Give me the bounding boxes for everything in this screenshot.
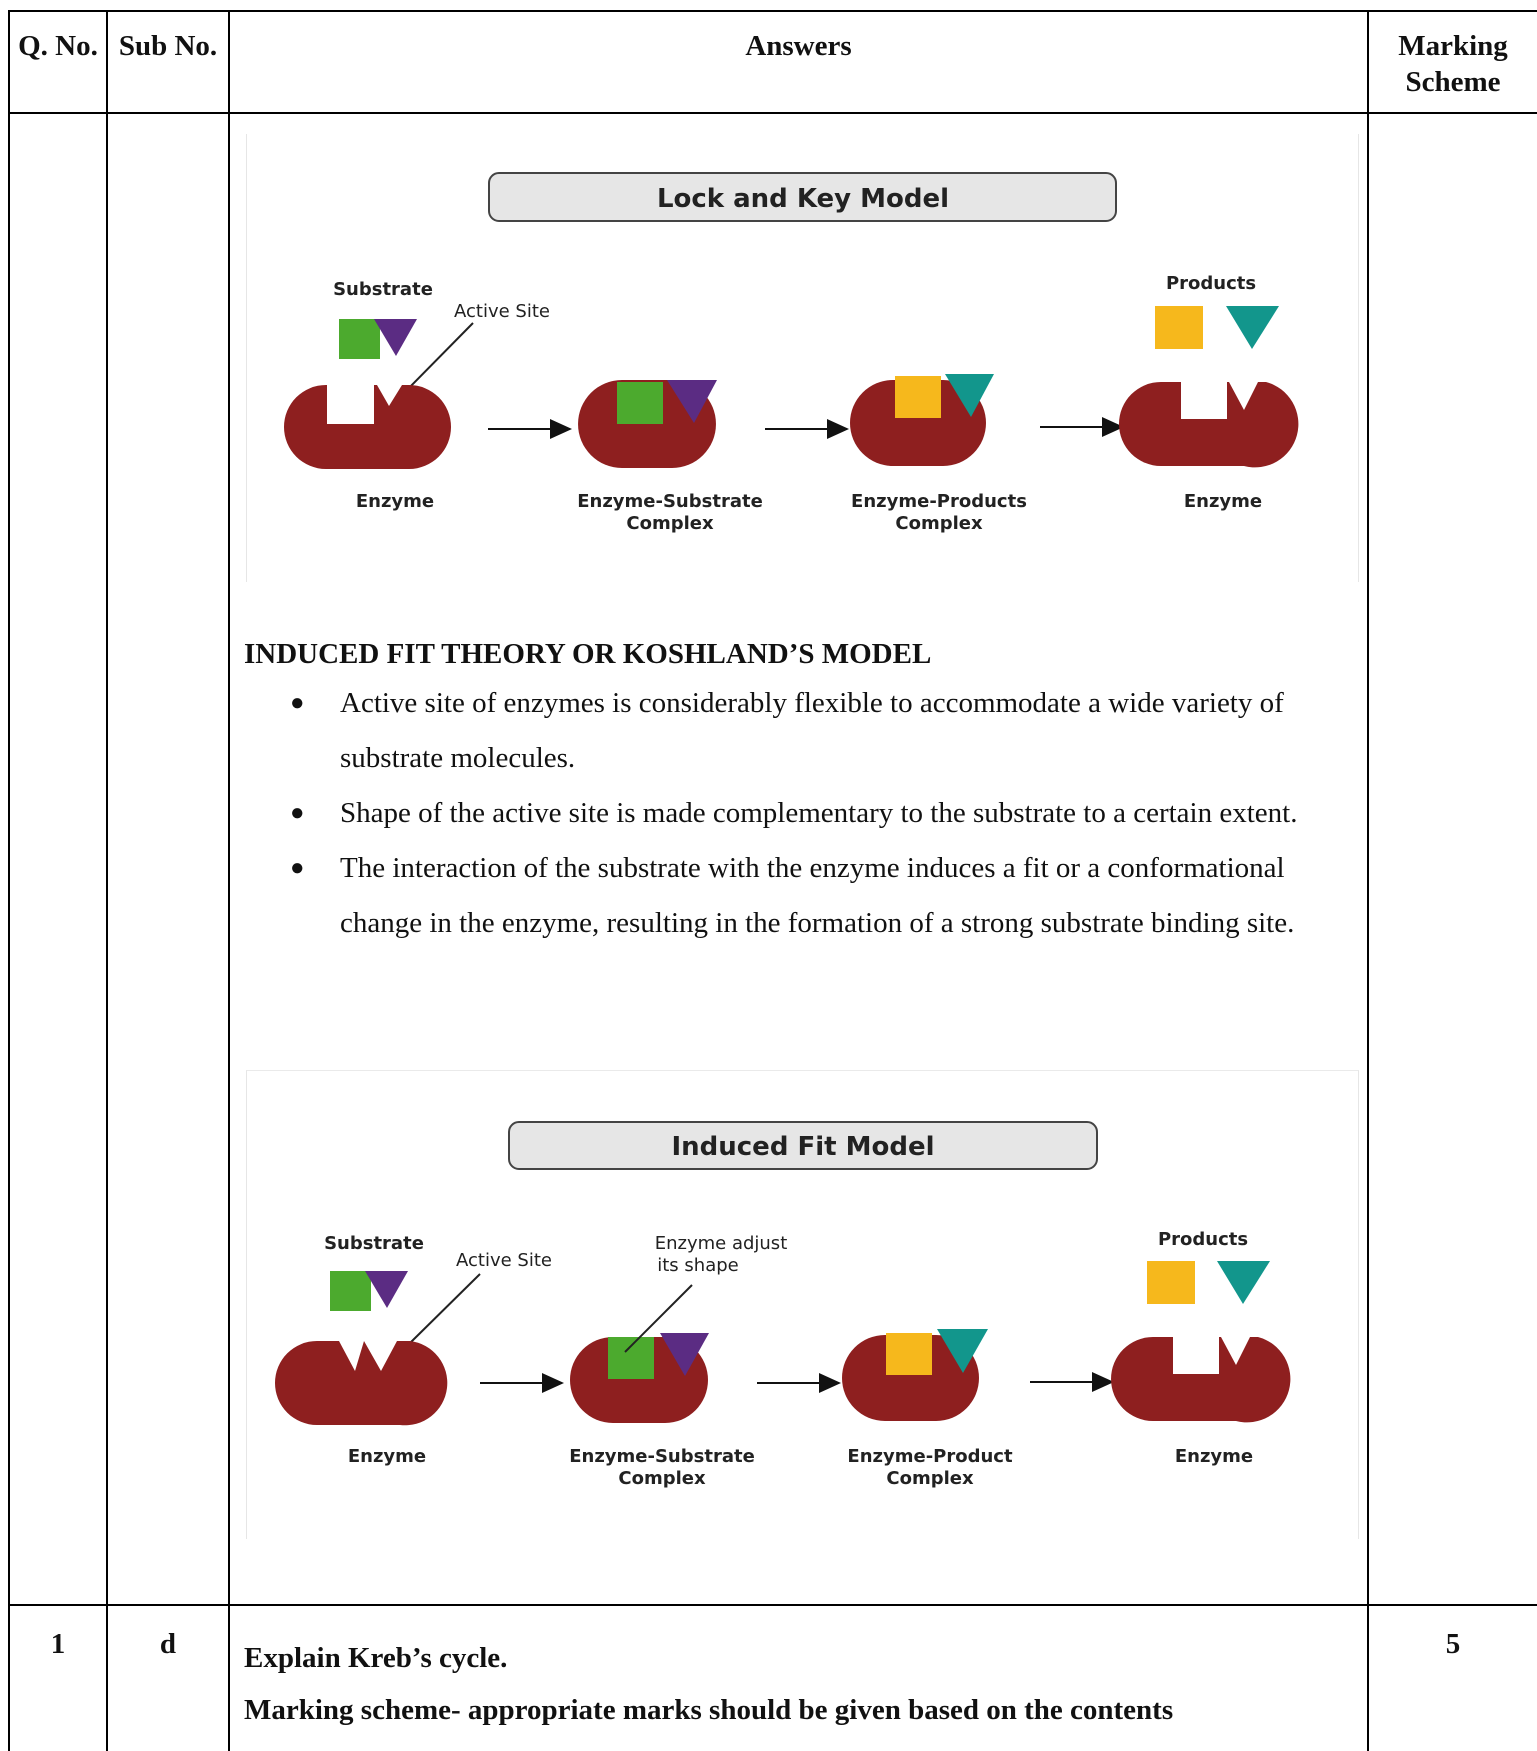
col-divider-qno (106, 10, 108, 1751)
lk-products-label: Products (1166, 273, 1256, 294)
header-bottom-border (8, 112, 1537, 114)
if-product-square (1147, 1261, 1195, 1304)
bullet-icon: ● (290, 855, 305, 881)
if-es-complex-enzyme (570, 1337, 708, 1423)
lk-substrate-label: Substrate (333, 279, 433, 300)
induced-fit-figure: Induced Fit Model Substrate Active Site … (246, 1070, 1359, 1539)
if-adjust-label-1: Enzyme adjust (655, 1233, 788, 1254)
if-active-site-label: Active Site (456, 1250, 552, 1271)
lock-and-key-diagram: Lock and Key Model Substrate Active Site… (284, 172, 1299, 534)
lk-enzyme-1-label: Enzyme (356, 491, 434, 512)
if-es-label-2: Complex (618, 1468, 706, 1489)
if-substrate-triangle (365, 1271, 408, 1308)
lk-ep-label-2: Complex (895, 513, 983, 534)
if-products-label: Products (1158, 1229, 1248, 1250)
header-marking-scheme: Marking Scheme (1369, 28, 1537, 100)
bullet-icon: ● (290, 690, 305, 716)
lk-ep-product-triangle (945, 374, 994, 417)
lk-active-site-label: Active Site (454, 301, 550, 322)
header-sub-no-text: Sub No. (118, 30, 218, 62)
header-sub-no: Sub No. (108, 28, 228, 64)
if-active-site-pointer (409, 1273, 481, 1344)
bullet-icon: ● (290, 800, 305, 826)
lk-substrate-triangle (374, 319, 417, 356)
lk-enzyme-2 (1119, 382, 1299, 468)
lk-ep-label-1: Enzyme-Products (851, 491, 1027, 512)
lk-product-square (1155, 306, 1203, 349)
induced-fit-title-box (508, 1121, 1098, 1170)
if-ep-label-2: Complex (886, 1468, 974, 1489)
if-ep-product-triangle (937, 1329, 988, 1373)
induced-fit-bullets: ● Active site of enzymes is considerably … (284, 676, 1364, 951)
lk-ep-complex-enzyme (850, 380, 986, 466)
bullet-text: The interaction of the substrate with th… (340, 852, 1295, 939)
if-enzyme-2-label: Enzyme (1175, 1446, 1253, 1467)
bullet-item: ● The interaction of the substrate with t… (284, 841, 1364, 951)
marking-note: Marking scheme- appropriate marks should… (244, 1694, 1174, 1726)
lk-active-site-pointer (403, 322, 474, 394)
lock-key-title: Lock and Key Model (657, 184, 949, 214)
if-adjust-pointer (624, 1284, 693, 1353)
if-es-substrate-square (608, 1337, 654, 1379)
if-enzyme-2 (1111, 1337, 1291, 1423)
row-sub-no-text: d (159, 1628, 177, 1660)
header-q-no-text: Q. No. (18, 30, 98, 62)
col-divider-answers (1367, 10, 1369, 1751)
if-adjust-label-2: its shape (657, 1255, 738, 1276)
row-sub-no: d (108, 1626, 228, 1662)
row-q-no: 1 (10, 1626, 106, 1662)
if-enzyme-1-label: Enzyme (348, 1446, 426, 1467)
row-marks-text: 5 (1445, 1628, 1461, 1660)
induced-fit-heading: INDUCED FIT THEORY OR KOSHLAND’S MODEL (244, 638, 932, 670)
induced-fit-diagram: Induced Fit Model Substrate Active Site … (275, 1121, 1291, 1489)
if-enzyme-1 (275, 1341, 448, 1426)
header-answers-text: Answers (745, 30, 852, 62)
if-ep-complex-enzyme (842, 1335, 979, 1421)
if-ep-product-square (886, 1333, 932, 1375)
if-substrate-square (330, 1271, 371, 1311)
header-q-no: Q. No. (10, 28, 106, 64)
lk-ep-product-square (895, 376, 941, 418)
bullet-item: ● Shape of the active site is made comple… (284, 786, 1364, 841)
if-ep-label-1: Enzyme-Product (847, 1446, 1013, 1467)
col-divider-subno (228, 10, 230, 1751)
header-marking-scheme-text: Marking Scheme (1398, 30, 1508, 98)
if-substrate-label: Substrate (324, 1233, 424, 1254)
table-left-border (8, 10, 10, 1751)
row-q-no-text: 1 (50, 1628, 66, 1660)
bullet-item: ● Active site of enzymes is considerably … (284, 676, 1364, 786)
lk-es-label-2: Complex (626, 513, 714, 534)
induced-fit-title: Induced Fit Model (671, 1132, 934, 1162)
lk-product-triangle (1226, 306, 1279, 349)
row-marks: 5 (1369, 1626, 1537, 1662)
if-es-substrate-triangle (660, 1333, 709, 1376)
header-answers: Answers (230, 28, 1367, 64)
lk-es-label-1: Enzyme-Substrate (577, 491, 763, 512)
lk-enzyme-1 (284, 385, 451, 469)
lock-and-key-figure: Lock and Key Model Substrate Active Site… (246, 134, 1359, 582)
lock-key-title-box (488, 172, 1117, 222)
question-text: Explain Kreb’s cycle. (244, 1642, 508, 1674)
if-es-label-1: Enzyme-Substrate (569, 1446, 755, 1467)
bullet-text: Active site of enzymes is considerably f… (340, 687, 1284, 774)
table-top-border (8, 10, 1537, 12)
bullet-text: Shape of the active site is made complem… (340, 797, 1298, 829)
row-separator (8, 1604, 1537, 1606)
lk-enzyme-2-label: Enzyme (1184, 491, 1262, 512)
lk-es-substrate-triangle (667, 380, 717, 423)
lk-substrate-square (339, 319, 380, 359)
if-product-triangle (1217, 1261, 1270, 1304)
lk-es-substrate-square (617, 382, 663, 424)
